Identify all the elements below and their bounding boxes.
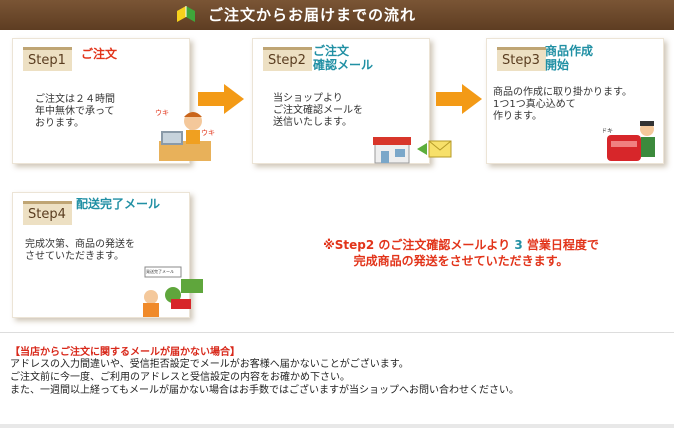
svg-text:ドキ: ドキ xyxy=(603,128,613,135)
step1-tag: Step1 xyxy=(23,47,72,71)
beginner-leaf-icon xyxy=(177,6,195,22)
step4-card: Step4 配送完了メール 完成次第、商品の発送を させていただきます。 発送完… xyxy=(12,192,203,318)
step4-desc: 完成次第、商品の発送を させていただきます。 xyxy=(25,239,135,262)
step3-desc: 商品の作成に取り掛かります。 1つ1つ真心込めて 作ります。 xyxy=(493,87,632,122)
bottom-border xyxy=(0,424,674,428)
craftsman-illustration: ドキ xyxy=(603,121,655,161)
step4-tag: Step4 xyxy=(23,201,72,225)
step3-title-line2: 開始 xyxy=(545,58,570,72)
step3-card: Step3 商品作成 開始 商品の作成に取り掛かります。 1つ1つ真心込めて 作… xyxy=(486,38,664,164)
step4-title: 配送完了メール xyxy=(76,197,161,211)
step2-title-line2: 確認メール xyxy=(313,58,374,72)
page-title: ご注文からお届けまでの流れ xyxy=(208,6,417,24)
svg-text:ウキ: ウキ xyxy=(155,109,169,117)
step2-desc: 当ショップより ご注文確認メールを 送信いたします。 xyxy=(273,93,363,128)
notice-prefix: ※Step2 のご注文確認メールより xyxy=(323,238,515,252)
step1-title: ご注文 xyxy=(81,47,118,61)
step1-card: Step1 ご注文 ご注文は２４時間 年中無休で承って おります。 ウキ ウキ xyxy=(12,38,215,164)
delivery-illustration xyxy=(143,266,203,317)
step2-tag: Step2 xyxy=(263,47,312,71)
warning-line: ご注文前に今一度、ご利用のアドレスと受信設定の内容をお確かめ下さい。 xyxy=(10,372,350,383)
step3-title-line1: 商品作成 xyxy=(545,44,594,58)
step2-card: Step2 ご注文 確認メール 当ショップより ご注文確認メールを 送信いたしま… xyxy=(252,38,452,164)
header-bar: ご注文からお届けまでの流れ xyxy=(0,0,674,30)
step3-tag: Step3 xyxy=(497,47,546,71)
notice-line2: 完成商品の発送をさせていただきます。 xyxy=(353,254,569,268)
customer-ordering-illustration: ウキ ウキ xyxy=(155,109,215,161)
svg-text:ウキ: ウキ xyxy=(201,129,215,137)
delivery-sign-text: 発送完了メール xyxy=(146,269,174,274)
warning-text: アドレスの入力間違いや、受信拒否設定でメールがお客様へ届かないことがございます。… xyxy=(10,358,519,397)
warning-line: アドレスの入力間違いや、受信拒否設定でメールがお客様へ届かないことがございます。 xyxy=(10,359,409,370)
notice-line1: ※Step2 のご注文確認メールより 3 営業日程度で xyxy=(296,237,626,253)
arrow-right-icon xyxy=(198,84,244,114)
warning-title: 【当店からご注文に関するメールが届かない場合】 xyxy=(10,347,240,358)
step2-title-line1: ご注文 xyxy=(313,44,350,58)
arrow-right-icon xyxy=(436,84,482,114)
shop-mail-illustration xyxy=(373,137,452,164)
notice-suffix: 営業日程度で xyxy=(522,238,599,252)
warning-line: また、一週間以上経ってもメールが届かない場合はお手数ではございますが当ショップへ… xyxy=(10,385,519,396)
section-divider xyxy=(0,332,674,333)
step1-desc: ご注文は２４時間 年中無休で承って おります。 xyxy=(35,94,115,129)
shipping-notice: ※Step2 のご注文確認メールより 3 営業日程度で 完成商品の発送をさせてい… xyxy=(296,237,626,269)
notice-days: 3 xyxy=(514,238,523,252)
